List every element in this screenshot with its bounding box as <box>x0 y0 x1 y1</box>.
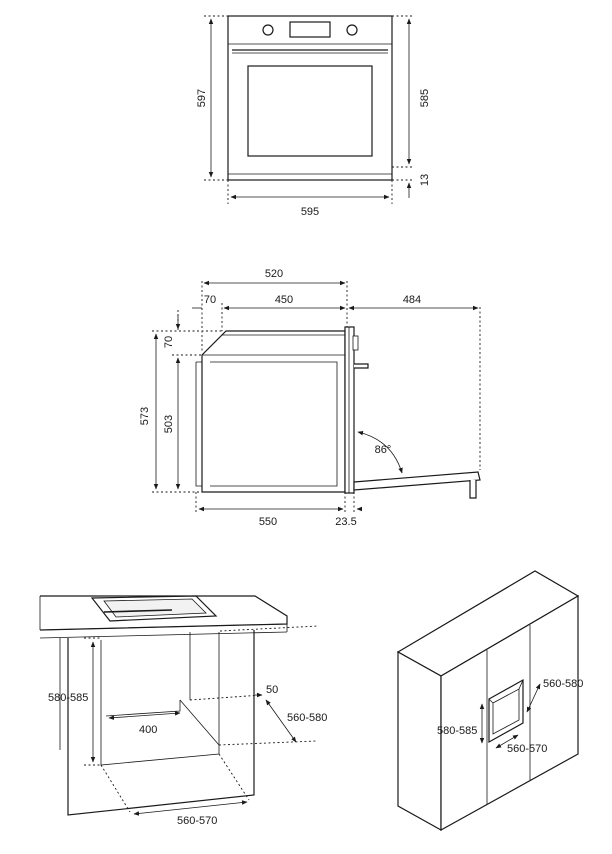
left-knob-icon <box>262 24 274 36</box>
column-niche-height-label: 580-585 <box>437 725 477 737</box>
dim-503-label: 503 <box>163 415 175 433</box>
dim-597-label: 597 <box>196 89 208 107</box>
oven-front-outline <box>227 15 393 181</box>
countertop <box>39 595 288 639</box>
right-knob-icon <box>346 24 358 36</box>
dim-595-label: 595 <box>301 206 319 218</box>
rear-gap-label: 50 <box>266 684 278 696</box>
dim-13-label: 13 <box>419 174 431 186</box>
dim-450-label: 450 <box>275 294 293 306</box>
front-view: 597 585 13 595 <box>196 15 431 218</box>
vent-depth-label: 400 <box>139 724 157 736</box>
cabinet-niche <box>59 630 255 816</box>
side-view: 520 70 450 484 70 573 503 550 23.5 86° <box>139 268 481 528</box>
dim-line-niche-width <box>133 800 248 816</box>
column-niche-width-label: 560-570 <box>507 743 547 755</box>
column-installation: 580-585 560-580 560-570 <box>396 570 583 832</box>
dim-585-label: 585 <box>419 89 431 107</box>
oven-niche <box>488 678 524 744</box>
dim-520-label: 520 <box>265 268 283 280</box>
niche-height-label: 580-585 <box>48 692 88 704</box>
dim-line-400 <box>108 711 181 720</box>
column-dim-line-width <box>495 734 519 749</box>
door-angle-arc <box>357 430 403 474</box>
door-angle-label: 86° <box>375 444 392 456</box>
dim-70-side-label: 70 <box>163 336 175 348</box>
dim-70-top-label: 70 <box>204 294 216 306</box>
oven-side-outline <box>195 326 481 499</box>
dim-573-label: 573 <box>139 407 151 425</box>
column-dim-line-depth <box>526 683 541 713</box>
display-panel <box>289 21 331 38</box>
dim-23-5-label: 23.5 <box>335 516 356 528</box>
dim-line-niche-depth <box>265 699 297 743</box>
niche-width-label: 560-570 <box>177 815 217 827</box>
dim-484-label: 484 <box>403 294 421 306</box>
tall-cabinet <box>396 570 580 832</box>
column-niche-depth-label: 560-580 <box>543 678 583 690</box>
undercounter-installation: 580-585 400 50 560-580 560-570 <box>39 595 327 827</box>
niche-depth-label: 560-580 <box>287 712 327 724</box>
dim-550-label: 550 <box>259 516 277 528</box>
